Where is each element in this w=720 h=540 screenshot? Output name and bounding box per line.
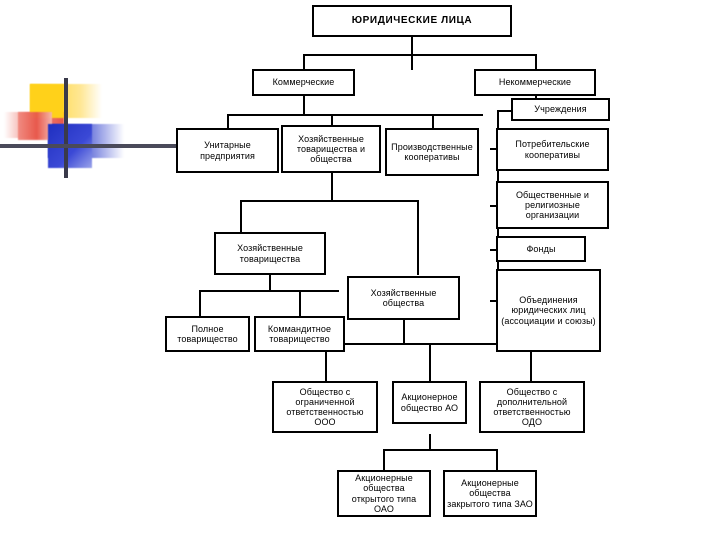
node-funds-label: Фонды — [526, 243, 556, 254]
node-oao-label: Акционерные общества открытого типа ОАО — [351, 473, 417, 514]
connector-root-down — [411, 36, 413, 70]
node-companies-label: Хозяйственные общества — [370, 287, 437, 308]
logo-horizontal-rule — [0, 144, 182, 148]
node-oao[interactable]: Акционерные общества открытого типа ОАО — [337, 470, 431, 517]
connector-to-ao — [429, 343, 431, 381]
connector-commercial-down — [303, 54, 305, 70]
connector-to-ooo — [325, 343, 327, 381]
connector-to-econ — [331, 114, 333, 129]
connector-to-prodcoop — [432, 114, 434, 129]
node-publicrelig-label: Общественные и религиозные организации — [515, 189, 590, 221]
node-zao-label: Акционерные общества закрытого типа ЗАО — [447, 478, 533, 509]
node-institutions[interactable]: Учреждения — [511, 98, 610, 121]
logo-red-square — [18, 112, 52, 140]
logo-vertical-line — [64, 78, 68, 178]
node-odo[interactable]: Общество с дополнительной ответственност… — [479, 381, 585, 433]
connector-to-companies — [417, 200, 419, 275]
connector-partnerships-stem — [269, 275, 271, 291]
node-unitary[interactable]: Унитарные предприятия — [176, 128, 279, 173]
node-kommandit-partnership-label: Коммандитное товарищество — [267, 323, 332, 344]
node-root-label: ЮРИДИЧЕСКИЕ ЛИЦА — [351, 15, 473, 27]
node-zao[interactable]: Акционерные общества закрытого типа ЗАО — [443, 470, 537, 517]
node-econ-label: Хозяйственные товарищества и общества — [296, 133, 366, 165]
node-prodcoop[interactable]: Производственные кооперативы — [385, 128, 479, 176]
node-noncommercial[interactable]: Некоммерческие — [474, 69, 596, 96]
connector-commercial-stem — [303, 96, 305, 115]
node-institutions-label: Учреждения — [534, 104, 587, 115]
node-companies[interactable]: Хозяйственные общества — [347, 276, 460, 320]
connector-noncommercial-down — [535, 54, 537, 70]
connector-level1-bus — [303, 54, 536, 56]
connector-to-kommandit — [299, 290, 301, 316]
node-associations-label: Объединения юридических лиц (ассоциации … — [501, 295, 596, 326]
node-associations[interactable]: Объединения юридических лиц (ассоциации … — [496, 269, 601, 352]
connector-to-full — [199, 290, 201, 316]
connector-to-zao — [496, 449, 498, 470]
node-full-partnership-label: Полное товарищество — [177, 323, 238, 344]
connector-to-oao — [383, 449, 385, 470]
node-publicrelig[interactable]: Общественные и религиозные организации — [496, 181, 609, 229]
node-noncommercial-label: Некоммерческие — [498, 77, 572, 88]
connector-ao-bus — [383, 449, 496, 451]
node-ooo-label: Общество с ограниченной ответственностью… — [286, 386, 364, 428]
connector-econ-bus — [240, 200, 418, 202]
colored-squares-logo — [4, 78, 128, 178]
connector-to-odo — [530, 343, 532, 381]
node-ooo[interactable]: Общество с ограниченной ответственностью… — [272, 381, 378, 433]
connector-partnerships-bus — [199, 290, 339, 292]
node-funds[interactable]: Фонды — [496, 236, 586, 262]
node-full-partnership[interactable]: Полное товарищество — [165, 316, 250, 352]
node-kommandit-partnership[interactable]: Коммандитное товарищество — [254, 316, 345, 352]
node-commercial[interactable]: Коммерческие — [252, 69, 355, 96]
connector-to-institutions — [497, 110, 511, 112]
node-unitary-label: Унитарные предприятия — [200, 140, 255, 161]
node-partnerships[interactable]: Хозяйственные товарищества — [214, 232, 326, 275]
node-econ[interactable]: Хозяйственные товарищества и общества — [281, 125, 381, 173]
node-prodcoop-label: Производственные кооперативы — [391, 141, 473, 162]
connector-to-unitary — [227, 114, 229, 129]
connector-companies-stem — [403, 320, 405, 344]
node-root[interactable]: ЮРИДИЧЕСКИЕ ЛИЦА — [312, 5, 512, 37]
node-consumercoop-label: Потребительские кооперативы — [515, 139, 590, 160]
node-partnerships-label: Хозяйственные товарищества — [237, 243, 303, 264]
connector-companies-bus — [325, 343, 530, 345]
node-odo-label: Общество с дополнительной ответственност… — [493, 386, 571, 428]
connector-commercial-bus — [227, 114, 483, 116]
connector-ao-stem — [429, 434, 431, 450]
connector-econ-stem — [331, 173, 333, 201]
node-ao-label: Акционерное общество АО — [400, 392, 459, 413]
node-consumercoop[interactable]: Потребительские кооперативы — [496, 128, 609, 171]
node-commercial-label: Коммерческие — [272, 77, 335, 88]
node-ao[interactable]: Акционерное общество АО — [392, 381, 467, 424]
connector-to-partnerships — [240, 200, 242, 232]
